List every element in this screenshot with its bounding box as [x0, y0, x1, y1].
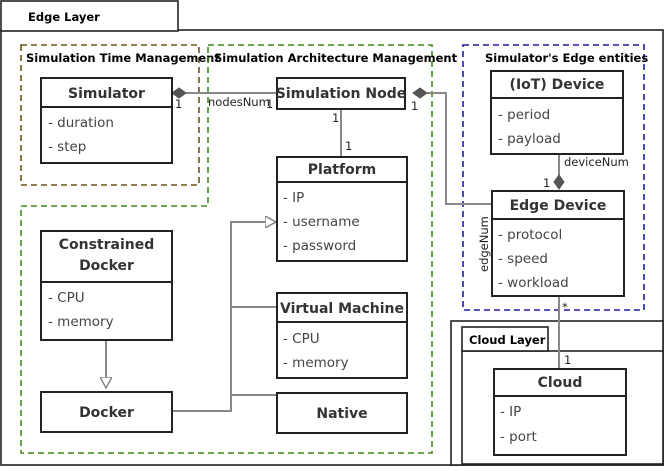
attr-simulator-1: - step [48, 139, 86, 155]
attr-platform-0: - IP [283, 190, 304, 206]
attr-vm-0: - CPU [283, 331, 320, 347]
diamond-simulator [171, 87, 187, 99]
diamond-edgedevice [553, 174, 565, 190]
class-platform[interactable]: Platform - IP - username - password [276, 156, 408, 262]
role-nodesnum: nodesNum [208, 95, 270, 109]
mult-sim: 1 [175, 97, 182, 111]
class-simulation-node[interactable]: Simulation Node [276, 77, 406, 110]
class-platform-name: Platform [308, 162, 376, 178]
edge-docker-platform [173, 222, 276, 412]
attr-platform-2: - password [283, 238, 356, 254]
mult-platform: 1 [345, 139, 352, 153]
group-time: Simulation Time Management [20, 44, 220, 186]
attr-edge-1: - speed [498, 251, 548, 267]
group-entities-label: Simulator's Edge entities [485, 51, 648, 65]
role-edgenum: edgeNum [477, 216, 491, 272]
class-docker[interactable]: Docker [40, 391, 173, 433]
mult-node-sim: 1 [266, 97, 273, 111]
class-constrained-name-2: Docker [79, 258, 134, 274]
cloud-layer-title: Cloud Layer [469, 333, 546, 347]
mult-cloud: 1 [564, 353, 571, 367]
group-entities: Simulator's Edge entities [462, 44, 648, 311]
mult-node-platform: 1 [332, 111, 339, 125]
attr-cloud-1: - port [500, 429, 537, 445]
class-edge-device-name: Edge Device [510, 198, 607, 214]
group-arch: Simulation Architecture Management [20, 44, 458, 454]
class-docker-name: Docker [79, 405, 134, 421]
class-virtual-machine[interactable]: Virtual Machine - CPU - memory [276, 292, 408, 379]
class-simulation-node-name: Simulation Node [276, 86, 406, 102]
attr-iot-0: - period [498, 107, 550, 123]
attr-constrained-0: - CPU [48, 290, 85, 306]
class-iot-device-name: (IoT) Device [510, 77, 605, 93]
edge-node-edgedevice [427, 92, 492, 205]
edge-layer-title: Edge Layer [28, 10, 100, 24]
attr-edge-2: - workload [498, 275, 569, 291]
attr-simulator-0: - duration [48, 115, 114, 131]
role-devicenum: deviceNum [564, 155, 629, 169]
attr-vm-1: - memory [283, 355, 349, 371]
attr-platform-1: - username [283, 214, 360, 230]
connectors [106, 92, 560, 412]
class-cloud[interactable]: Cloud - IP - port [493, 368, 627, 456]
class-native-name: Native [316, 406, 367, 422]
class-cloud-name: Cloud [538, 375, 583, 391]
class-simulator-name: Simulator [68, 86, 145, 102]
mult-edge-cloud: * [562, 300, 568, 314]
group-arch-label: Simulation Architecture Management [214, 51, 458, 65]
attr-edge-0: - protocol [498, 227, 562, 243]
class-simulator[interactable]: Simulator - duration - step [40, 77, 173, 164]
mult-iot: 1 [543, 176, 550, 190]
group-time-label: Simulation Time Management [26, 51, 220, 65]
attr-constrained-1: - memory [48, 314, 114, 330]
class-constrained-docker[interactable]: Constrained Docker - CPU - memory [40, 230, 173, 341]
class-vm-name: Virtual Machine [280, 301, 404, 317]
attr-cloud-0: - IP [500, 404, 521, 420]
class-iot-device[interactable]: (IoT) Device - period - payload [490, 70, 624, 155]
class-native[interactable]: Native [276, 392, 408, 434]
class-constrained-name-1: Constrained [59, 237, 155, 253]
mult-node-edge: 1 [411, 99, 418, 113]
diamond-node [412, 87, 428, 99]
class-edge-device[interactable]: Edge Device - protocol - speed - workloa… [491, 190, 625, 297]
attr-iot-1: - payload [498, 131, 561, 147]
